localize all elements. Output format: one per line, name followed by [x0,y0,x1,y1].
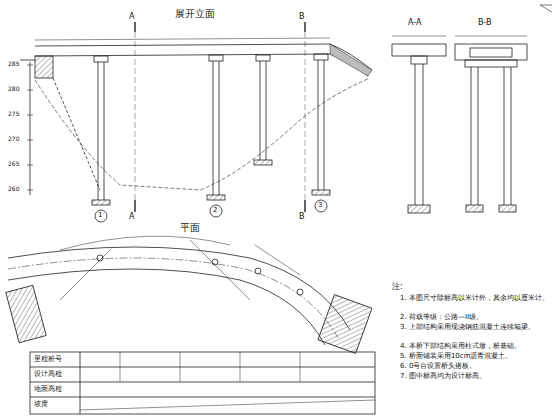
note-text: 6. 0号台设置桥头搭板。 [400,362,550,370]
callout-number: 2 [213,206,217,214]
notes-heading: 注: [392,282,403,291]
table-cell: 里程桩号 [34,355,62,363]
note-text: 4. 本桥下部结构采用柱式墩，桩基础。 [400,342,550,350]
table-cell: 地面高程 [34,385,62,393]
section-mark: B [299,12,305,21]
table-cell: 设计高程 [34,370,62,378]
section-title: B-B [478,18,492,27]
callout-number: 3 [318,201,322,209]
section-title: A-A [408,18,421,27]
note-text: 5. 桥面铺装采用10cm沥青混凝土。 [400,352,550,360]
elevation-value: 265 [8,161,19,168]
note-text: 3. 上部结构采用现浇钢筋混凝土连续箱梁。 [400,323,550,331]
elevation-value: 285 [8,61,19,68]
callout-number: 1 [98,211,102,219]
elevation-value: 260 [8,186,19,193]
section-mark: A [129,12,134,21]
elevation-value: 270 [8,136,19,143]
view-title: 平面 [180,222,200,234]
section-mark: A [129,212,134,221]
section-mark: B [299,212,305,221]
elevation-value: 280 [8,86,19,93]
note-text: 7. 图中标高均为设计标高。 [400,372,550,380]
table-cell: 坡度 [34,400,48,408]
elevation-value: 275 [8,111,19,118]
note-text: 1. 本图尺寸除标高以米计外，其余均以厘米计。 [400,294,550,302]
view-title: 展开立面 [175,8,215,20]
note-text: 2. 荷载等级：公路—II级。 [400,313,550,321]
